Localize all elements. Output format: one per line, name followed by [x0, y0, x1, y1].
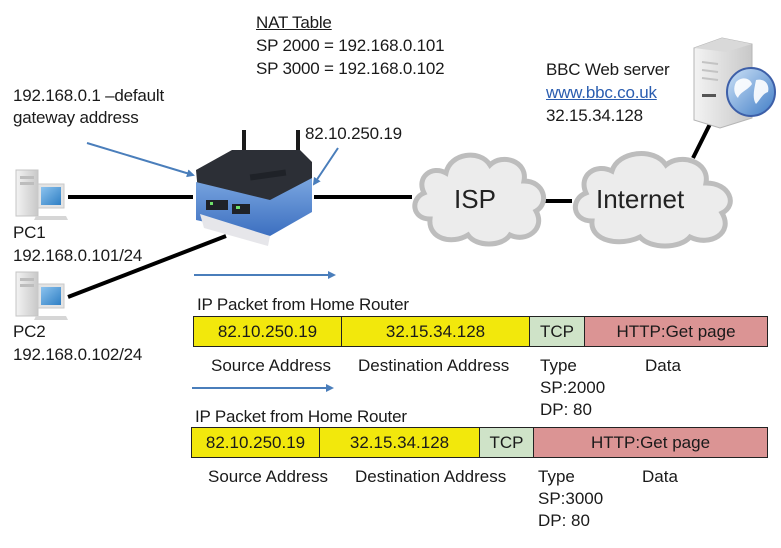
packet2-source-port: SP:3000	[538, 489, 604, 508]
packet2-protocol-field: TCP	[480, 428, 534, 457]
pc1-desktop-icon	[15, 169, 68, 220]
packet1-destination-label: Destination Address	[358, 356, 510, 375]
gateway-address-label-line2: gateway address	[13, 108, 139, 127]
packet2-destination-field: 32.15.34.128	[320, 428, 480, 457]
nat-table-row-1: SP 2000 = 192.168.0.101	[256, 36, 445, 55]
link-pc2-router	[67, 234, 227, 299]
server-ip: 32.15.34.128	[546, 106, 643, 125]
packet1-protocol-field: TCP	[530, 317, 585, 346]
packet1-destination-field: 32.15.34.128	[342, 317, 530, 346]
packet1-destination-port: DP: 80	[540, 400, 592, 419]
router-public-ip: 82.10.250.19	[305, 124, 402, 143]
pc1-ip: 192.168.0.101/24	[13, 246, 143, 265]
packet1-payload-field: HTTP:Get page	[585, 317, 767, 346]
packet1-data-label: Data	[645, 356, 681, 375]
link-internet-server	[691, 121, 713, 159]
nat-table-title: NAT Table	[256, 13, 332, 32]
packet1-type-label: Type	[540, 356, 577, 375]
pc1-name: PC1	[13, 223, 46, 242]
gateway-pointer-arrow	[86, 142, 195, 178]
pc2-desktop-icon	[15, 271, 68, 320]
gateway-address-label-line1: 192.168.0.1 –default	[13, 86, 165, 105]
pc2-name: PC2	[13, 322, 46, 341]
packet1-frame: 82.10.250.19 32.15.34.128 TCP HTTP:Get p…	[193, 316, 768, 347]
packet2-data-label: Data	[642, 467, 678, 486]
isp-cloud-icon	[412, 152, 547, 247]
internet-cloud-label: Internet	[596, 184, 685, 214]
packet2-source-label: Source Address	[208, 467, 329, 486]
server-url-link[interactable]: www.bbc.co.uk	[546, 83, 657, 102]
globe-icon	[726, 67, 776, 117]
packet2-destination-label: Destination Address	[355, 467, 507, 486]
packet2-payload-field: HTTP:Get page	[534, 428, 767, 457]
packet1-source-label: Source Address	[211, 356, 332, 375]
packet1-source-field: 82.10.250.19	[194, 317, 342, 346]
packet2-frame: 82.10.250.19 32.15.34.128 TCP HTTP:Get p…	[191, 427, 768, 458]
packet2-destination-port: DP: 80	[538, 511, 590, 530]
internet-cloud-icon	[573, 151, 733, 249]
public-ip-pointer-arrow	[312, 147, 339, 186]
nat-table-row-2: SP 3000 = 192.168.0.102	[256, 59, 445, 78]
isp-cloud-label: ISP	[454, 184, 496, 214]
packet1-source-port: SP:2000	[540, 378, 606, 397]
packet2-caption: IP Packet from Home Router	[195, 407, 407, 426]
packet2-source-field: 82.10.250.19	[192, 428, 320, 457]
wireless-router-icon	[196, 130, 312, 246]
packet2-type-label: Type	[538, 467, 575, 486]
server-title: BBC Web server	[546, 60, 670, 79]
pc2-ip: 192.168.0.102/24	[13, 345, 143, 364]
packet1-caption: IP Packet from Home Router	[197, 295, 409, 314]
